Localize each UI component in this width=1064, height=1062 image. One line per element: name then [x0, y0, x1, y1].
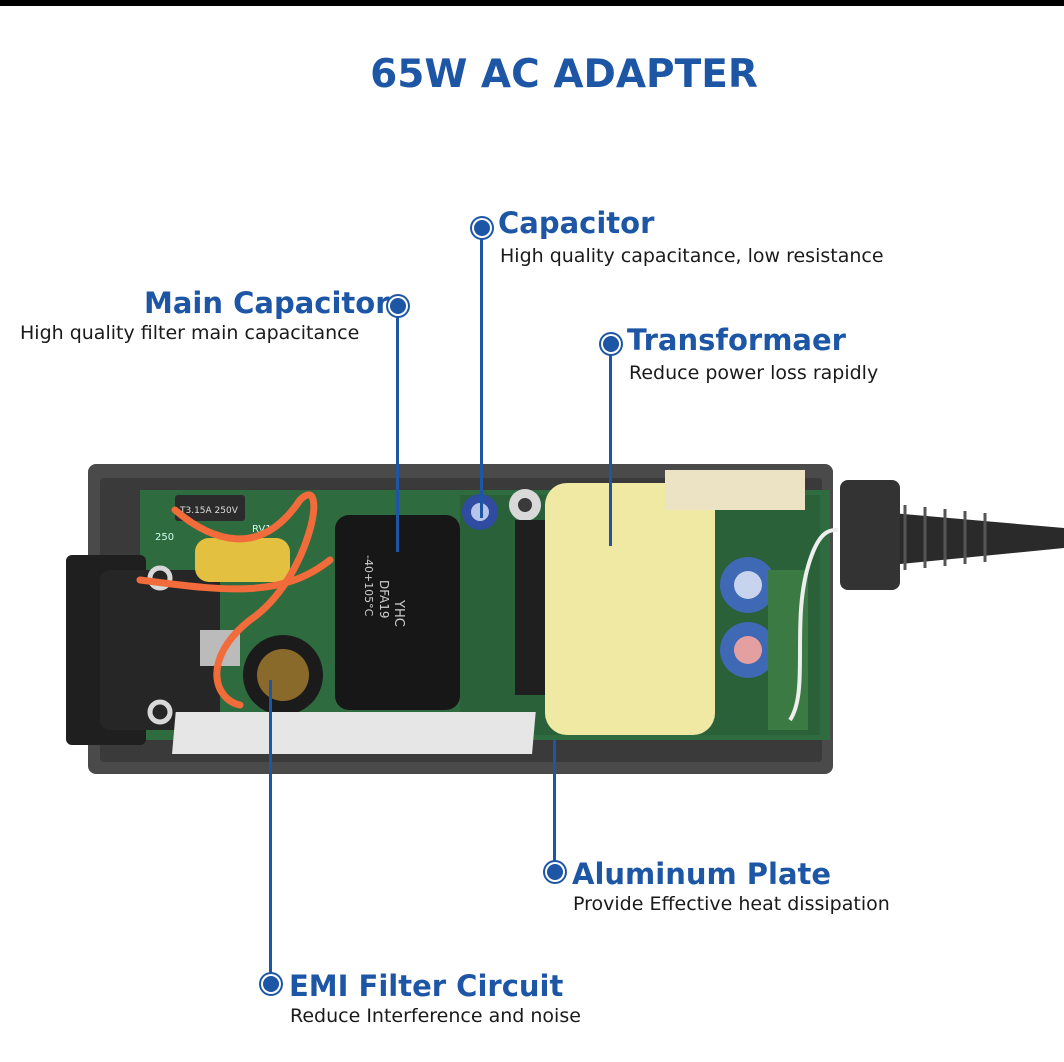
capacitor-desc: High quality capacitance, low resistance — [500, 245, 884, 267]
inlet-terminal-bottom — [147, 699, 173, 725]
output-capacitor-2-top — [734, 636, 762, 664]
main-capacitor-title: Main Capacitor — [144, 286, 390, 320]
emi-filter-dot — [263, 976, 279, 992]
orange-wire-1 — [171, 491, 318, 709]
ac-inlet-face — [100, 570, 220, 730]
emi-filter-title: EMI Filter Circuit — [289, 969, 564, 1003]
strain-relief — [840, 480, 900, 590]
fuse — [175, 495, 245, 521]
board-label: 250 — [155, 532, 174, 543]
white-wire — [788, 528, 839, 722]
aluminum-plate-line — [553, 740, 556, 872]
varistor-label: RV1 — [252, 524, 272, 535]
transformer-line — [609, 344, 612, 546]
transformer-tape — [545, 483, 715, 735]
top-border — [0, 0, 1064, 6]
capacitor-line — [480, 228, 483, 518]
aluminum-plate-title: Aluminum Plate — [572, 857, 832, 891]
x-capacitor — [195, 538, 290, 582]
aluminum-plate — [172, 712, 536, 754]
transformer-tab — [665, 470, 805, 510]
aluminum-plate-desc: Provide Effective heat dissipation — [573, 893, 890, 915]
emi-coil-winding — [257, 649, 309, 701]
transformer-dot — [603, 336, 619, 352]
emi-filter-desc: Reduce Interference and noise — [290, 1005, 581, 1027]
fuse-label: T3.15A 250V — [179, 506, 239, 516]
main-capacitor — [335, 515, 460, 710]
output-capacitor-1-top — [734, 571, 762, 599]
aluminum-plate-dot — [547, 864, 563, 880]
power-cable — [880, 512, 1064, 566]
main-cap-brand: YHC — [391, 599, 406, 627]
orange-wire-2 — [136, 556, 334, 593]
small-capacitor-2-top — [518, 498, 532, 512]
transformer-desc: Reduce power loss rapidly — [629, 362, 879, 384]
capacitor-dot — [474, 220, 490, 236]
transformer-title: Transformaer — [627, 323, 846, 357]
main-cap-rating: -40+105°C — [362, 555, 375, 617]
main-capacitor-dot — [390, 298, 406, 314]
main-capacitor-line — [396, 308, 399, 552]
capacitor-title: Capacitor — [498, 206, 655, 240]
main-cap-print: DFA19 — [377, 580, 391, 619]
main-capacitor-desc: High quality filter main capacitance — [20, 322, 360, 344]
emi-filter-line — [269, 680, 272, 984]
page-title: 65W AC ADAPTER — [370, 52, 758, 97]
strain-relief-ribs — [903, 505, 987, 570]
